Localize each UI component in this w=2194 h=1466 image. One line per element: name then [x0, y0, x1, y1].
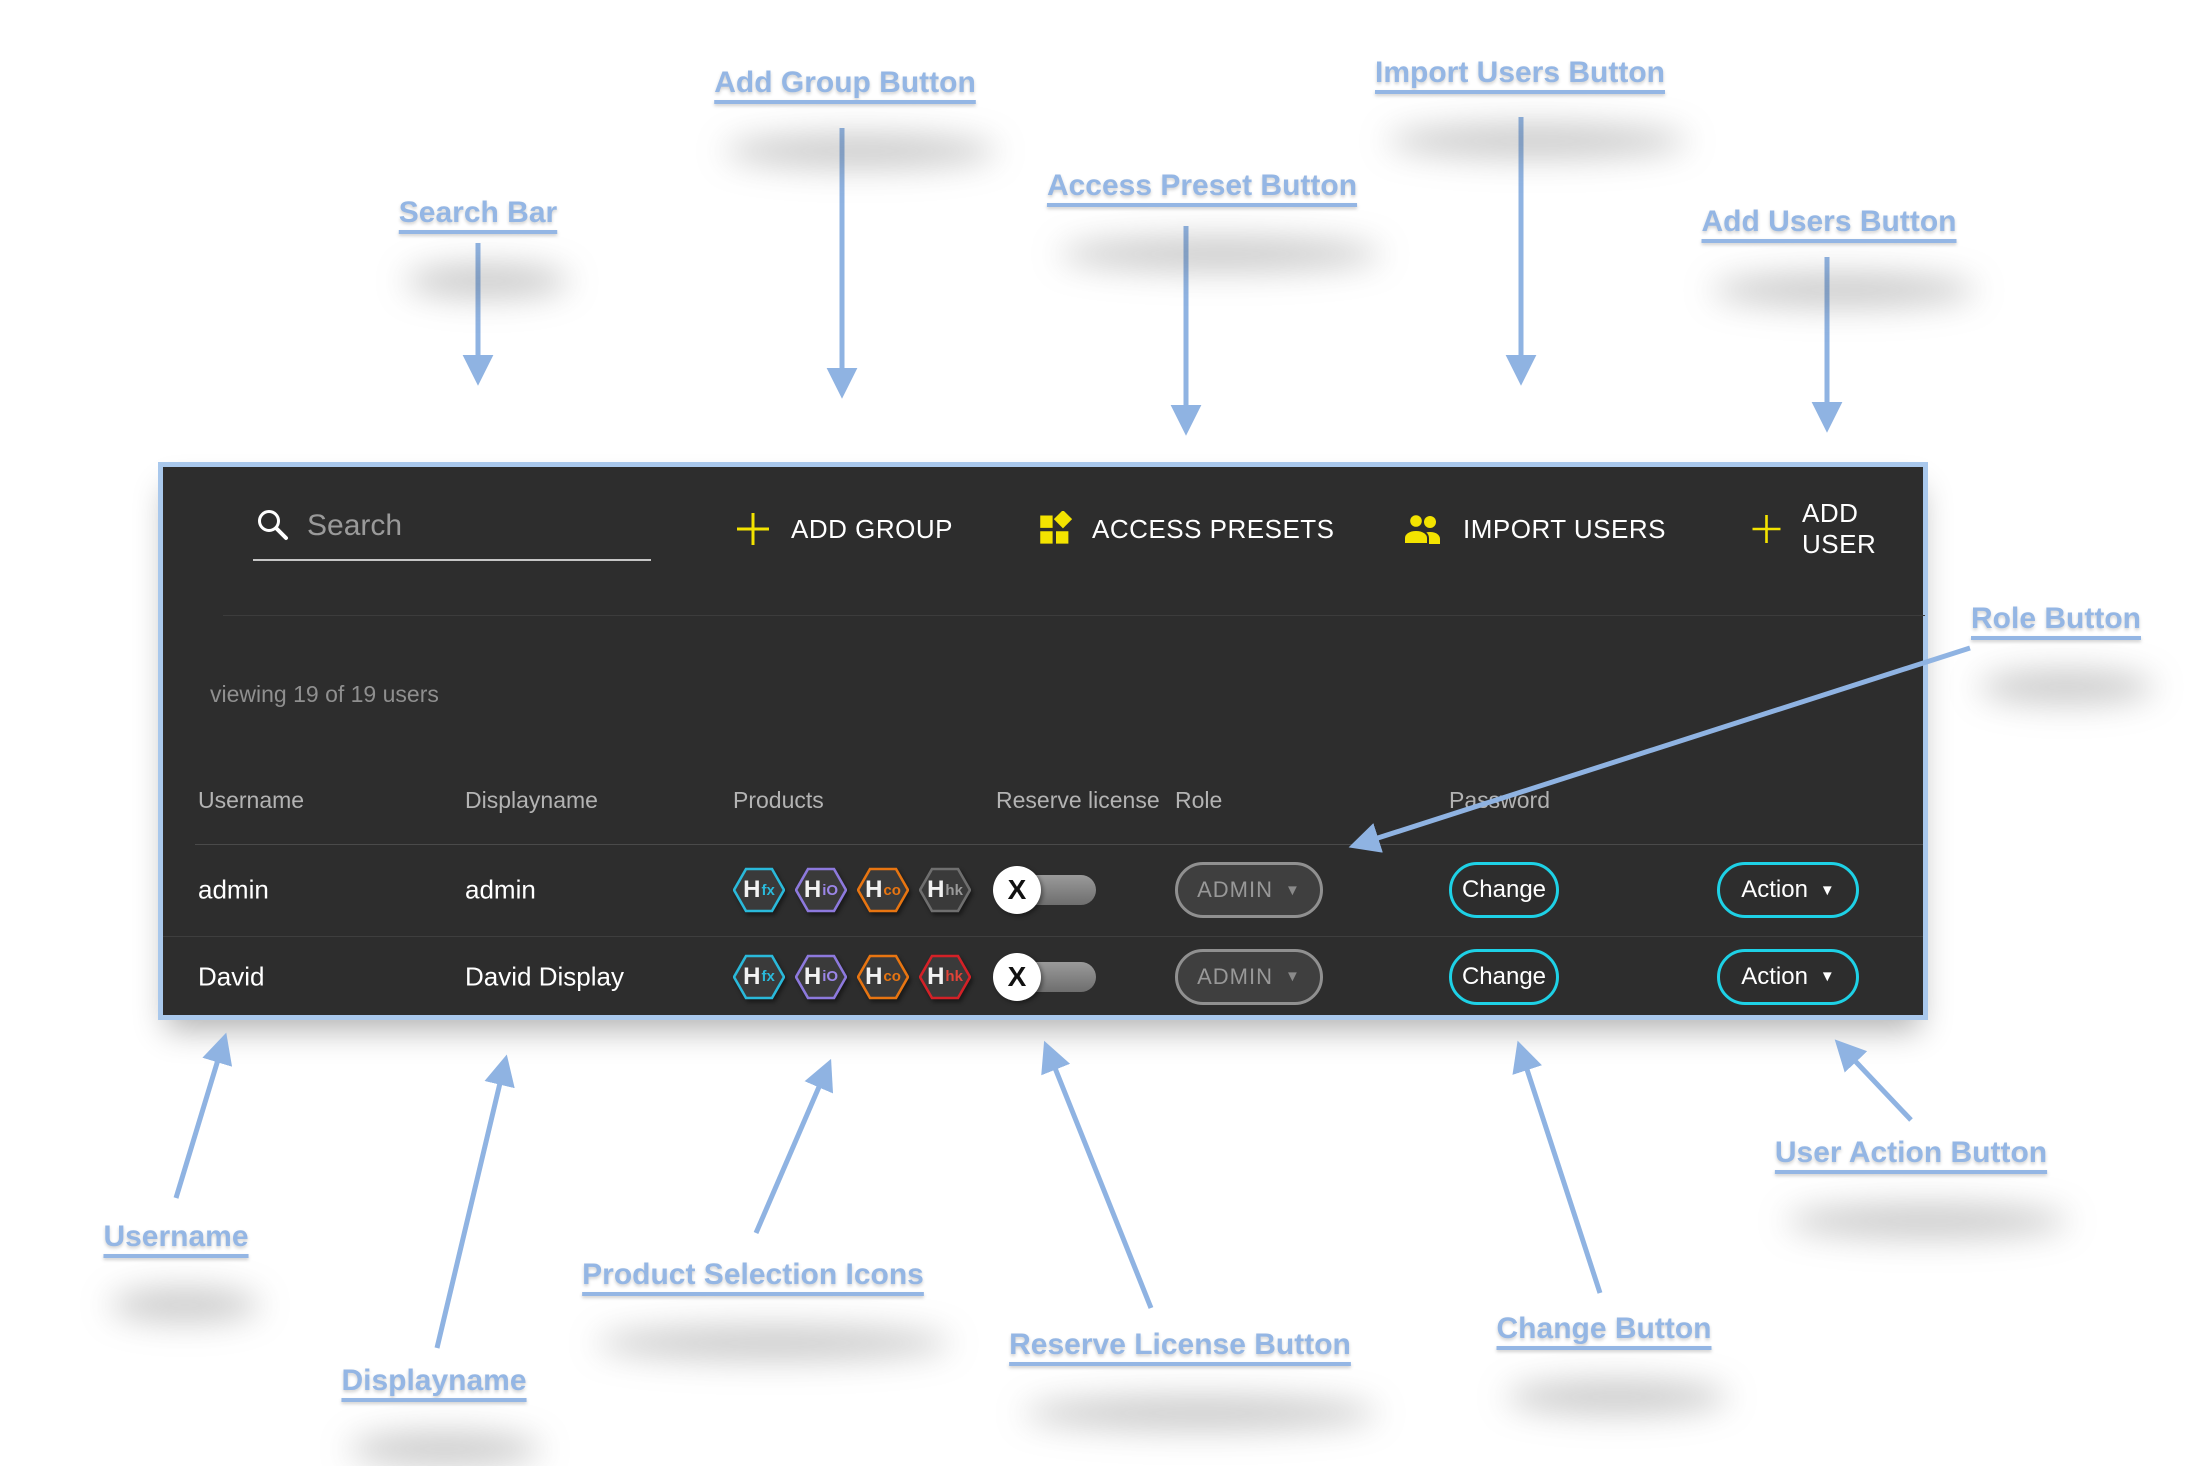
add-group-button[interactable]: ADD GROUP: [733, 501, 953, 557]
annotation-role-button: Role Button: [1971, 602, 2141, 635]
annotation-add-group: Add Group Button: [714, 66, 976, 99]
annotation-access-preset: Access Preset Button: [1046, 169, 1358, 202]
search-icon: [258, 510, 288, 540]
user-action-button[interactable]: Action ▼: [1717, 948, 1859, 1005]
displayname-cell: David Display: [465, 961, 624, 991]
annotation-displayname: Displayname: [341, 1364, 527, 1397]
change-label: Change: [1461, 876, 1547, 903]
people-icon: [1403, 513, 1440, 545]
change-button-arrow: [1512, 1040, 1603, 1294]
change-label: Change: [1461, 962, 1547, 990]
user-action-button[interactable]: Action ▼: [1717, 862, 1859, 918]
reserve-license-toggle[interactable]: X: [993, 952, 1096, 1001]
chevron-down-icon: ▼: [1285, 968, 1301, 985]
annotation-reserve-license: Reserve License Button: [1009, 1328, 1351, 1361]
action-label: Action: [1741, 876, 1808, 903]
search-input[interactable]: [305, 503, 639, 549]
role-dropdown-button[interactable]: ADMIN ▼: [1175, 862, 1323, 918]
displayname-arrow: [434, 1054, 515, 1349]
import-users-label: IMPORT USERS: [1463, 513, 1666, 544]
chevron-down-icon: ▼: [1819, 968, 1835, 985]
role-label: ADMIN: [1197, 963, 1274, 989]
viewing-count-text: viewing 19 of 19 users: [210, 681, 439, 707]
user-action-arrow: [1834, 1039, 1913, 1122]
change-password-button[interactable]: Change: [1449, 948, 1559, 1005]
add-group-label: ADD GROUP: [791, 513, 953, 544]
user-management-panel: ADD GROUP ACCESS PRESETS IMPORT USERS: [158, 462, 1928, 1020]
username-cell: admin: [198, 874, 269, 905]
access-presets-label: ACCESS PRESETS: [1092, 513, 1335, 544]
toggle-knob-x: X: [993, 866, 1041, 914]
toggle-knob-x: X: [993, 952, 1041, 1001]
displayname-cell: admin: [465, 874, 536, 905]
role-dropdown-button[interactable]: ADMIN ▼: [1175, 948, 1323, 1005]
header-username: Username: [198, 787, 305, 813]
toolbar-divider: [223, 615, 1925, 616]
plus-icon: [1752, 515, 1781, 543]
chevron-down-icon: ▼: [1285, 881, 1301, 899]
header-password: Password: [1449, 787, 1550, 813]
change-password-button[interactable]: Change: [1449, 862, 1559, 918]
product-icons-arrow: [753, 1058, 834, 1234]
header-role: Role: [1175, 787, 1223, 813]
access-presets-button[interactable]: ACCESS PRESETS: [1038, 501, 1335, 557]
header-products: Products: [733, 787, 824, 813]
chevron-down-icon: ▼: [1819, 881, 1835, 899]
header-displayname: Displayname: [465, 787, 598, 813]
add-user-button[interactable]: ADD USER: [1749, 498, 1923, 559]
annotation-search-bar: Search Bar: [398, 196, 558, 229]
annotation-import-users: Import Users Button: [1374, 56, 1666, 89]
header-divider: [195, 844, 1923, 845]
plus-icon: [737, 513, 769, 545]
annotation-user-action: User Action Button: [1774, 1136, 2048, 1169]
username-cell: David: [198, 961, 265, 991]
annotation-add-users: Add Users Button: [1701, 205, 1957, 238]
annotation-change-button: Change Button: [1496, 1312, 1712, 1345]
import-users-button[interactable]: IMPORT USERS: [1403, 501, 1666, 557]
annotation-username: Username: [103, 1220, 249, 1253]
annotation-product-icons: Product Selection Icons: [582, 1258, 924, 1291]
action-label: Action: [1741, 962, 1808, 990]
username-arrow: [173, 1032, 233, 1199]
reserve-license-arrow: [1041, 1040, 1154, 1309]
add-user-label: ADD USER: [1801, 498, 1877, 559]
search-bar[interactable]: [253, 495, 651, 561]
header-reserve-license: Reserve license: [996, 787, 1160, 813]
reserve-license-toggle[interactable]: X: [993, 866, 1096, 914]
presets-grid-icon: [1040, 511, 1073, 544]
role-label: ADMIN: [1197, 877, 1274, 902]
